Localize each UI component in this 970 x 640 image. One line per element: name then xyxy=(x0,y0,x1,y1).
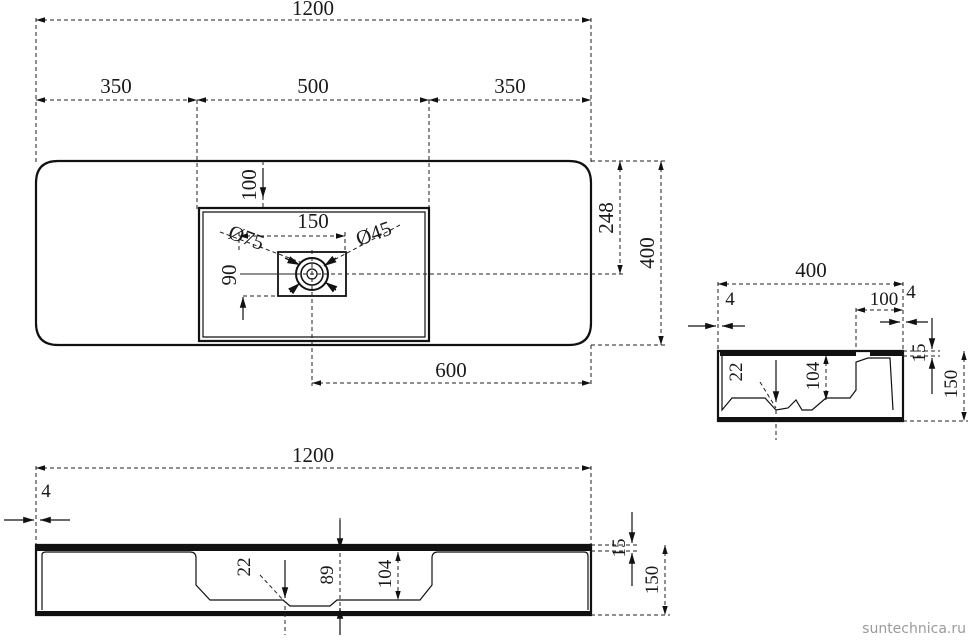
drain-height-label: 90 xyxy=(217,265,241,286)
bowl-outline-top xyxy=(197,206,431,343)
top-view: 1200 350 500 350 100 xyxy=(34,0,668,386)
basin-outline-top xyxy=(34,159,593,347)
side-rim-label: 4 xyxy=(725,289,735,310)
side-bowl-depth-label: 104 xyxy=(803,361,824,390)
drain-offset-dimension: 600 xyxy=(312,345,592,386)
drain-diameter-dimension: Ø45 xyxy=(323,216,401,293)
drain-diameter-label: Ø45 xyxy=(353,216,395,251)
side-view: 400 4 100 4 22 104 15 150 xyxy=(688,258,968,440)
overall-width-label: 1200 xyxy=(292,0,334,20)
front-width-label: 1200 xyxy=(292,443,334,467)
left-segment-label: 350 xyxy=(100,74,132,98)
front-view: 1200 4 22 89 104 15 150 xyxy=(4,443,670,635)
overall-width-dimension: 1200 xyxy=(36,0,591,23)
middle-segment-label: 500 xyxy=(297,74,329,98)
tap-hole-label: Ø75 xyxy=(225,220,267,255)
side-shelf-label: 100 xyxy=(870,289,899,310)
bowl-offset-label: 100 xyxy=(237,169,261,201)
front-wall-label: 22 xyxy=(234,558,255,577)
side-height-label: 150 xyxy=(941,370,962,399)
overall-depth-dimension: 400 xyxy=(591,161,668,346)
drain-spacing-dimension: 150 xyxy=(238,209,346,250)
side-top-label: 15 xyxy=(909,344,930,363)
front-rim-label: 4 xyxy=(41,481,51,502)
bowl-depth-label: 248 xyxy=(594,202,618,234)
drain-height-dimension: 90 xyxy=(217,265,300,320)
drain-spacing-label: 150 xyxy=(297,209,329,233)
front-top-label: 15 xyxy=(609,539,630,558)
side-depth-label: 400 xyxy=(795,258,827,282)
basin-outline-front xyxy=(34,543,593,617)
front-height-label: 150 xyxy=(642,566,663,595)
bowl-offset-dimension: 100 xyxy=(237,161,267,208)
overall-depth-label: 400 xyxy=(635,237,659,269)
segment-dimensions: 350 500 350 xyxy=(36,74,591,103)
side-rim-right-label: 4 xyxy=(906,282,916,303)
front-drain-depth-label: 89 xyxy=(317,566,338,585)
drain-plate xyxy=(240,250,360,386)
side-wall-label: 22 xyxy=(726,363,747,382)
right-segment-label: 350 xyxy=(494,74,526,98)
front-bowl-depth-label: 104 xyxy=(375,559,396,588)
watermark: suntechnica.ru xyxy=(862,621,966,637)
drain-offset-label: 600 xyxy=(435,358,467,382)
bowl-depth-dimension: 248 xyxy=(360,160,668,275)
